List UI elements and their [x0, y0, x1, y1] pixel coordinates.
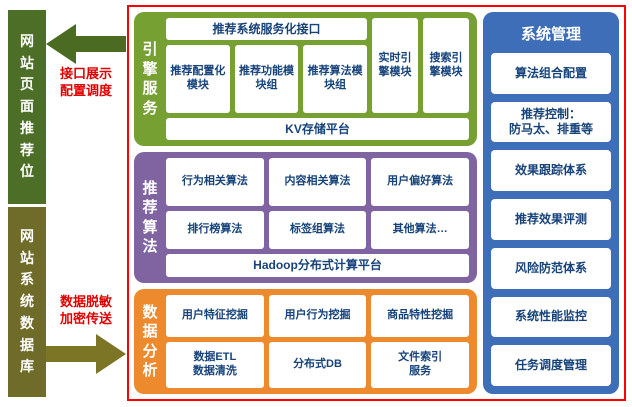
- algo-box: 其他算法…: [371, 211, 470, 249]
- data-box: 用户特征挖掘: [166, 295, 264, 337]
- service-api-box: 推荐系统服务化接口: [166, 18, 367, 40]
- data-box: 分布式DB: [268, 341, 367, 388]
- website-database-label: 网站系统数据库: [20, 228, 34, 375]
- bottom-arrow-caption: 数据脱敏 加密传送: [59, 294, 112, 326]
- algo-box: 行为相关算法: [166, 158, 264, 207]
- data-analysis-layer: 数据分析 用户特征挖掘 用户行为挖掘 商品特性挖掘 数据ETL 数据清洗 分布式…: [134, 289, 477, 394]
- algo-layer-label: 推荐算法: [142, 179, 158, 256]
- engine-module-box: 推荐算法模块组: [303, 45, 368, 113]
- system-management-title: 系统管理: [520, 26, 581, 43]
- management-item: 任务调度管理: [491, 345, 611, 387]
- top-arrow-caption: 接口展示 配置调度: [59, 66, 112, 98]
- management-item: 推荐效果评测: [491, 199, 611, 240]
- engine-layer-label: 引擎服务: [142, 41, 158, 117]
- hadoop-platform-box: Hadoop分布式计算平台: [166, 254, 469, 277]
- engine-layer-label-col: 引擎服务: [134, 12, 166, 146]
- engine-layer-content: 推荐系统服务化接口 推荐配置化模块 推荐功能模块组 推荐算法模块组 实时引擎模块…: [166, 12, 477, 146]
- realtime-engine-box: 实时引擎模块: [372, 18, 418, 113]
- left-arrow-icon: [46, 24, 126, 64]
- engine-module-box: 推荐功能模块组: [234, 45, 299, 113]
- search-engine-box: 搜索引擎模块: [423, 18, 469, 113]
- system-management-panel: 系统管理 算法组合配置 推荐控制： 防马太、排重等 效果跟踪体系 推荐效果评测 …: [483, 12, 619, 394]
- management-item: 风险防范体系: [491, 247, 611, 289]
- layer-stack: 引擎服务 推荐系统服务化接口 推荐配置化模块 推荐功能模块组 推荐算法模块组 实…: [134, 12, 477, 394]
- management-item: 算法组合配置: [491, 53, 611, 94]
- data-layer-content: 用户特征挖掘 用户行为挖掘 商品特性挖掘 数据ETL 数据清洗 分布式DB 文件…: [166, 289, 477, 394]
- kv-storage-box: KV存储平台: [166, 118, 469, 140]
- management-item: 系统性能监控: [491, 296, 611, 338]
- website-page-slot-label: 网站页面推荐位: [20, 33, 34, 180]
- management-item: 效果跟踪体系: [491, 150, 611, 192]
- engine-module-box: 推荐配置化模块: [166, 45, 230, 113]
- recommend-algorithms-layer: 推荐算法 行为相关算法 内容相关算法 用户偏好算法 排行榜算法 标签组算法 其他…: [134, 152, 477, 283]
- algo-box: 用户偏好算法: [371, 158, 470, 207]
- algo-box: 排行榜算法: [166, 211, 264, 249]
- data-box: 数据ETL 数据清洗: [166, 341, 264, 388]
- algo-layer-label-col: 推荐算法: [134, 152, 166, 283]
- algo-layer-content: 行为相关算法 内容相关算法 用户偏好算法 排行榜算法 标签组算法 其他算法… H…: [166, 152, 477, 283]
- engine-services-layer: 引擎服务 推荐系统服务化接口 推荐配置化模块 推荐功能模块组 推荐算法模块组 实…: [134, 12, 477, 146]
- data-layer-label: 数据分析: [142, 303, 158, 380]
- website-page-slot-bar: 网站页面推荐位: [8, 10, 46, 204]
- main-frame: 引擎服务 推荐系统服务化接口 推荐配置化模块 推荐功能模块组 推荐算法模块组 实…: [127, 5, 626, 401]
- right-arrow-icon: [46, 334, 126, 374]
- management-item: 推荐控制： 防马太、排重等: [491, 101, 611, 143]
- website-database-bar: 网站系统数据库: [8, 207, 46, 397]
- data-box: 商品特性挖掘: [371, 295, 470, 337]
- algo-box: 内容相关算法: [268, 158, 367, 207]
- data-box: 文件索引 服务: [371, 341, 470, 388]
- algo-box: 标签组算法: [268, 211, 367, 249]
- data-layer-label-col: 数据分析: [134, 289, 166, 394]
- data-box: 用户行为挖掘: [268, 295, 367, 337]
